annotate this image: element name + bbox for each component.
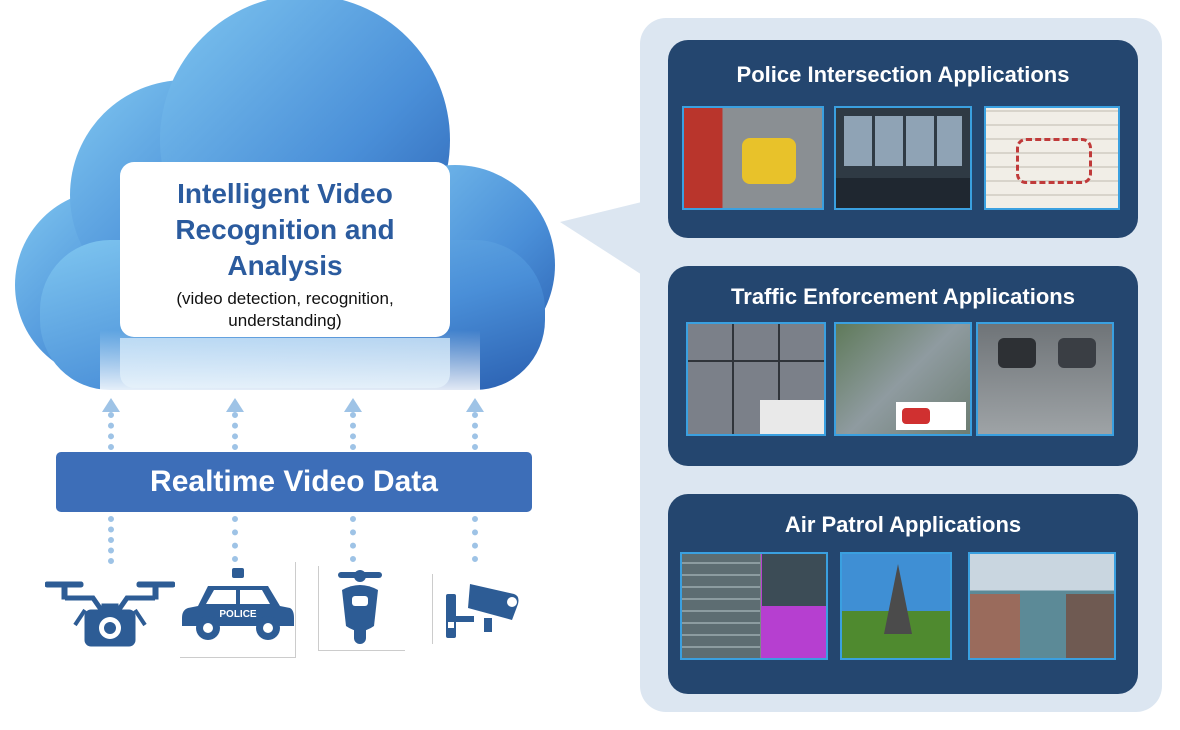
scooter-frame <box>318 566 405 651</box>
upload-arrow-4 <box>466 398 484 412</box>
cloud-subtitle-line-2: understanding) <box>228 311 342 330</box>
panel-police-intersection: Police Intersection Applications <box>668 40 1138 238</box>
panel-title-air-patrol: Air Patrol Applications <box>784 512 1022 537</box>
control-room-photo <box>834 106 972 210</box>
upload-arrow-3 <box>344 398 362 412</box>
route-map-photo <box>984 106 1120 210</box>
cloud-subtitle-line-1: (video detection, recognition, <box>176 289 394 308</box>
cloud-title: Intelligent Video Recognition and Analys… <box>120 176 450 284</box>
source-line-2 <box>232 516 244 562</box>
upload-line-4 <box>472 412 484 450</box>
upload-arrow-2 <box>226 398 244 412</box>
cloud-title-line-2: Recognition and <box>175 214 395 245</box>
source-line-3 <box>350 516 362 562</box>
cloud-content-box <box>120 162 450 337</box>
crosswalk-violation-photo <box>834 322 972 436</box>
panel-traffic-enforcement: Traffic Enforcement Applications <box>668 266 1138 466</box>
solar-thermal-photo <box>680 552 828 660</box>
cctv-frame <box>432 574 523 644</box>
power-tower-photo <box>840 552 952 660</box>
upload-line-3 <box>350 412 362 450</box>
panel-title-police-intersection: Police Intersection Applications <box>736 62 1070 87</box>
upload-line-1 <box>108 412 120 450</box>
police-car-frame <box>180 562 296 658</box>
lane-monitoring-photo <box>976 322 1114 436</box>
callout-pointer <box>560 200 650 280</box>
realtime-video-data-bar: Realtime Video Data <box>56 452 532 512</box>
traffic-grid-photo <box>686 322 826 436</box>
cloud-title-line-1: Intelligent Video <box>177 178 393 209</box>
upload-arrow-1 <box>102 398 120 412</box>
scooter-icon <box>338 570 382 644</box>
harbor-aerial-photo <box>968 552 1116 660</box>
source-line-1 <box>108 516 120 564</box>
source-line-4 <box>472 516 484 562</box>
police-car-icon <box>182 568 294 640</box>
panel-title-traffic-enforcement: Traffic Enforcement Applications <box>731 284 1075 309</box>
intersection-camera-photo <box>682 106 824 210</box>
cloud-subtitle: (video detection, recognition, understan… <box>120 288 450 332</box>
upload-line-2 <box>232 412 244 450</box>
cloud-title-line-3: Analysis <box>227 250 343 281</box>
drone-camera-icon <box>45 581 175 647</box>
panel-air-patrol: Air Patrol Applications <box>668 494 1138 694</box>
cctv-camera-icon <box>446 584 519 638</box>
police-badge-text: POLICE <box>219 609 257 620</box>
cloud-reflection <box>120 338 450 388</box>
